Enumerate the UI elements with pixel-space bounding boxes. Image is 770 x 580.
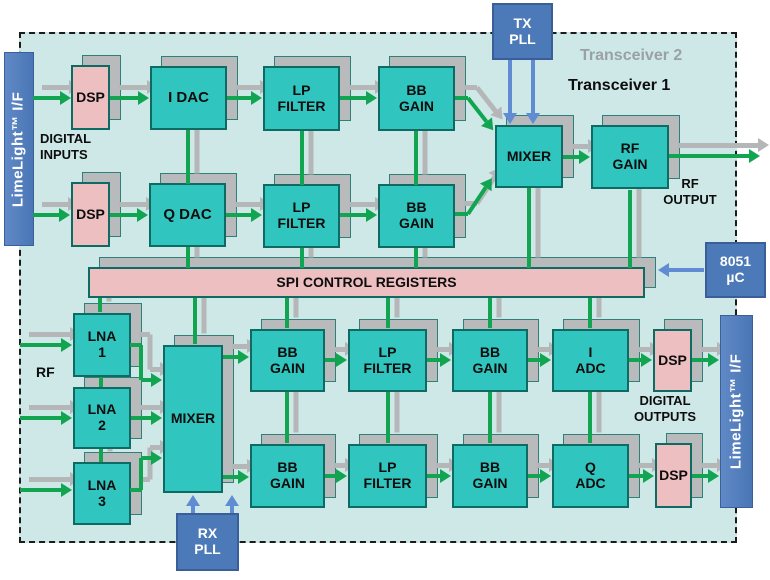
arrowhead [749, 149, 760, 163]
chip-boundary-dashed-panel [19, 32, 737, 543]
arrowhead [758, 137, 769, 152]
